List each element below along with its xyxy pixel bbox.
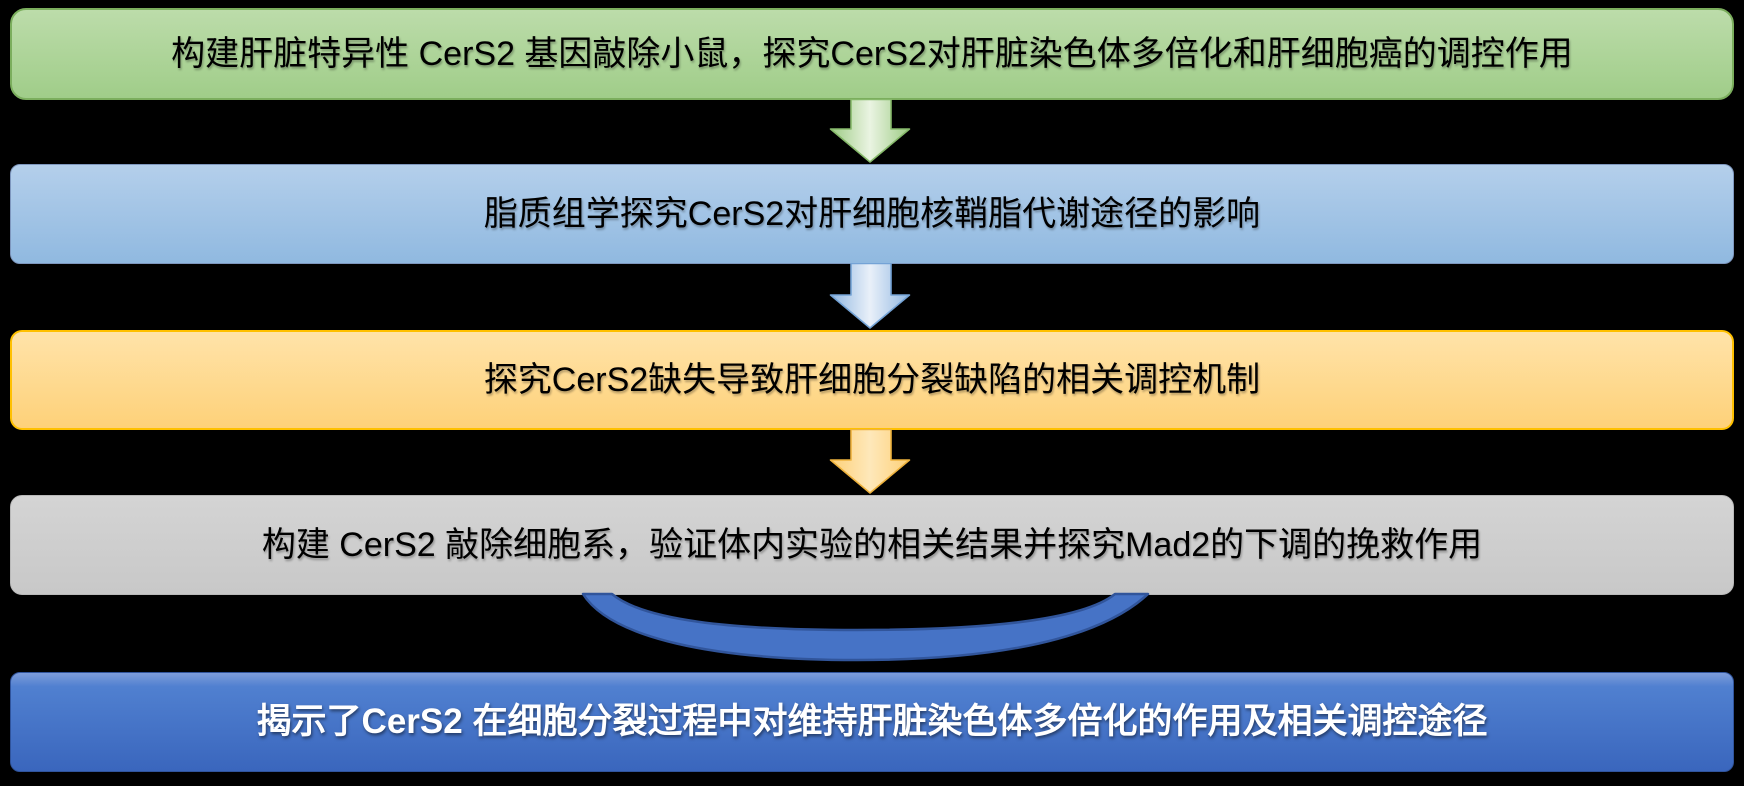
flow-step-3-label: 探究CerS2缺失导致肝细胞分裂缺陷的相关调控机制 — [483, 360, 1261, 399]
flow-step-4-box: 构建 CerS2 敲除细胞系，验证体内实验的相关结果并探究Mad2的下调的挽救作… — [10, 495, 1734, 595]
flow-step-2-label: 脂质组学探究CerS2对肝细胞核鞘脂代谢途径的影响 — [483, 194, 1261, 233]
flow-step-5-label: 揭示了CerS2 在细胞分裂过程中对维持肝脏染色体多倍化的作用及相关调控途径 — [256, 702, 1488, 742]
flow-step-2-box: 脂质组学探究CerS2对肝细胞核鞘脂代谢途径的影响 — [10, 164, 1734, 264]
down-arrow-icon — [829, 263, 911, 329]
flow-step-1-box: 构建肝脏特异性 CerS2 基因敲除小鼠，探究CerS2对肝脏染色体多倍化和肝细… — [10, 8, 1734, 100]
down-arrow-icon — [829, 99, 911, 163]
flow-step-3-box: 探究CerS2缺失导致肝细胞分裂缺陷的相关调控机制 — [10, 330, 1734, 430]
flow-step-4-label: 构建 CerS2 敲除细胞系，验证体内实验的相关结果并探究Mad2的下调的挽救作… — [261, 525, 1483, 564]
down-arrow-icon — [829, 429, 911, 494]
curved-connector-icon — [581, 592, 1150, 662]
flow-step-1-label: 构建肝脏特异性 CerS2 基因敲除小鼠，探究CerS2对肝脏染色体多倍化和肝细… — [171, 34, 1573, 73]
flow-step-5-box: 揭示了CerS2 在细胞分裂过程中对维持肝脏染色体多倍化的作用及相关调控途径 — [10, 672, 1734, 772]
